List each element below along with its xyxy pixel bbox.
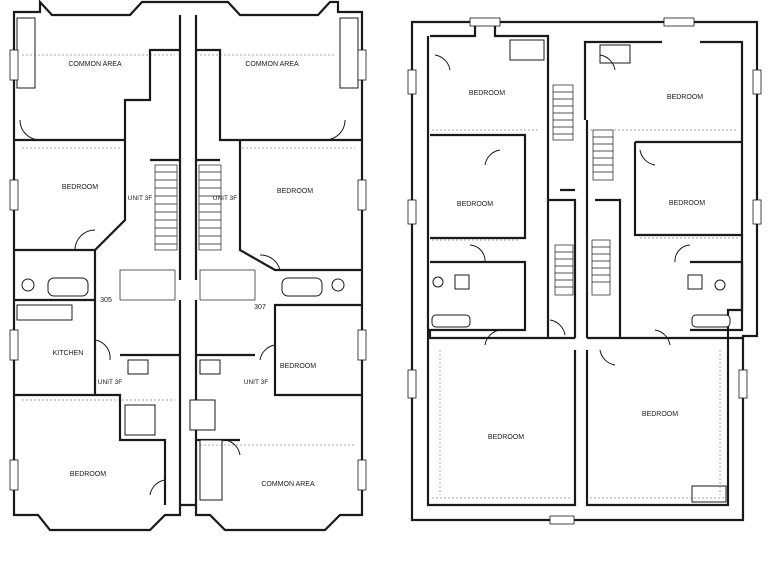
room-label: COMMON AREA: [245, 61, 299, 68]
room-label: BEDROOM: [667, 94, 703, 101]
right-plan-fixtures: [431, 39, 731, 503]
room-label: BEDROOM: [62, 184, 98, 191]
room-label: BEDROOM: [488, 434, 524, 441]
room-label: BEDROOM: [642, 411, 678, 418]
room-label: BEDROOM: [70, 471, 106, 478]
room-label: BEDROOM: [277, 188, 313, 195]
room-label: 305: [100, 297, 112, 304]
room-label: BEDROOM: [669, 200, 705, 207]
left-plan-windows: [9, 49, 367, 491]
right-floor-plan: BEDROOM BEDROOM BEDROOM BEDROOM BEDROOM …: [407, 17, 762, 525]
room-label: BEDROOM: [469, 90, 505, 97]
room-label: UNIT 3F: [244, 379, 268, 386]
room-label: UNIT 3F: [98, 379, 122, 386]
left-plan-fixtures: [16, 17, 359, 501]
left-plan-outer-wall: [12, 0, 364, 532]
right-plan-windows: [407, 17, 762, 525]
right-plan-outer-wall: [410, 20, 759, 522]
left-plan-center-wall: [178, 15, 198, 505]
room-label: UNIT 3F: [128, 195, 152, 202]
room-label: COMMON AREA: [68, 61, 122, 68]
left-floor-plan: COMMON AREA COMMON AREA BEDROOM BEDROOM …: [9, 0, 367, 532]
room-label: KITCHEN: [53, 350, 84, 357]
room-label: UNIT 3F: [213, 195, 237, 202]
room-label: BEDROOM: [457, 201, 493, 208]
left-plan-dimension-lines: [22, 54, 355, 446]
right-plan-dimension-lines: [432, 129, 738, 499]
right-plan-partitions: [428, 120, 744, 340]
room-label: COMMON AREA: [261, 481, 315, 488]
right-plan-doors: [434, 54, 691, 366]
right-plan-outer-inner: [426, 25, 744, 507]
room-label: BEDROOM: [280, 363, 316, 370]
left-plan-stairs: [119, 164, 256, 301]
left-plan-doors: [19, 119, 346, 496]
room-label: 307: [254, 304, 266, 311]
